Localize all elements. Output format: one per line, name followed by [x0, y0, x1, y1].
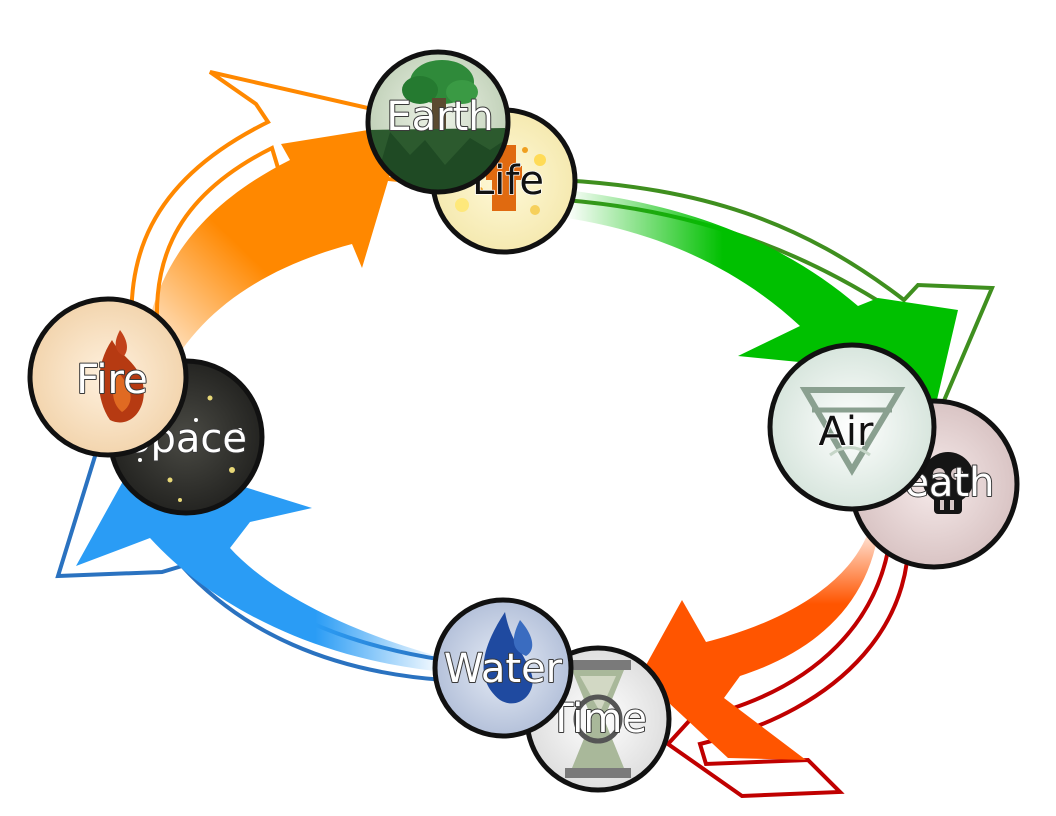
node-label-air: Air [819, 409, 874, 455]
arrow-life-to-air [557, 177, 995, 415]
hourglass-icon [565, 660, 631, 778]
node-earth: Earth [365, 49, 511, 195]
node-air: Air [767, 342, 937, 512]
node-label-fire: Fire [76, 357, 147, 403]
node-label-time: Time [548, 696, 647, 742]
skull-icon [922, 452, 974, 514]
flame-icon [98, 330, 144, 423]
node-label-earth: Earth [386, 94, 493, 140]
node-water: Water [432, 597, 574, 739]
node-label-water: Water [444, 646, 563, 692]
water-drop-icon [483, 612, 533, 704]
node-fire: Fire [27, 296, 189, 458]
arrow-death-to-time [640, 504, 911, 799]
air-triangle-icon [799, 387, 906, 476]
